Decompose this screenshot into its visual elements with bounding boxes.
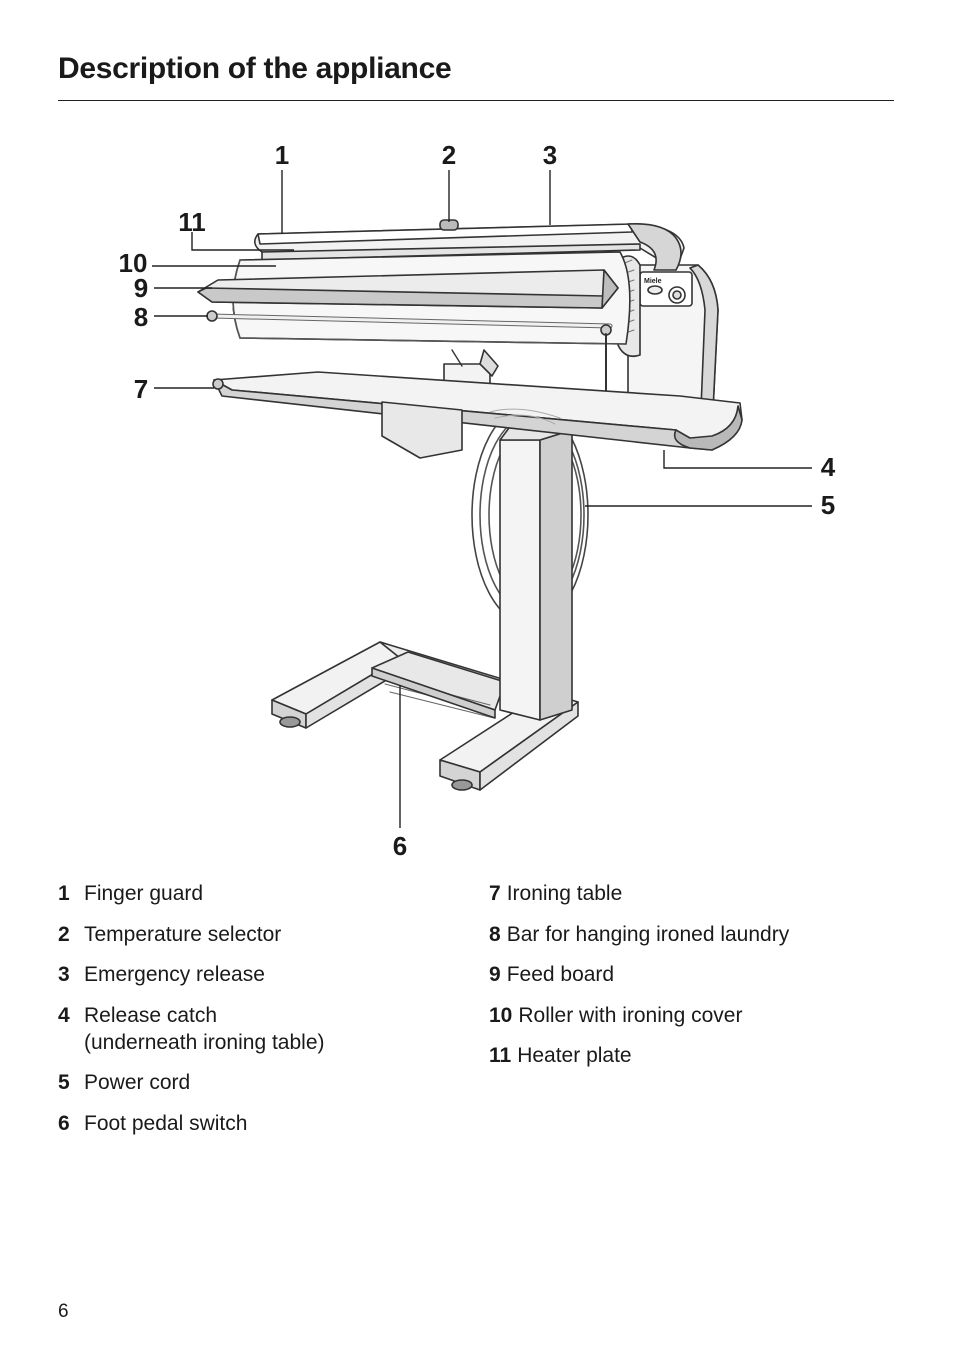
callout-10: 10 xyxy=(119,248,148,278)
legend-number: 6 xyxy=(58,1111,70,1135)
legend-text: Feed board xyxy=(506,963,615,986)
legend-number: 4 xyxy=(58,1003,70,1027)
legend-text: Temperature selector xyxy=(84,922,282,946)
legend-number: 9 xyxy=(489,963,501,986)
callout-1: 1 xyxy=(275,140,289,170)
legend-number: 7 xyxy=(489,882,501,905)
legend-number: 8 xyxy=(489,922,501,946)
callout-3: 3 xyxy=(543,140,557,170)
callout-5: 5 xyxy=(821,490,835,520)
legend-number: 3 xyxy=(58,963,70,986)
feed-board-drawing xyxy=(197,269,619,309)
callout-9: 9 xyxy=(134,273,148,303)
legend-left-column: 1 Finger guard 2 Temperature selector 3 … xyxy=(58,880,458,1150)
legend-item: 6 Foot pedal switch xyxy=(58,1110,458,1137)
ironing-table-drawing xyxy=(212,371,743,459)
legend-text: Ironing table xyxy=(506,882,623,905)
title-divider xyxy=(58,100,894,101)
legend-number: 1 xyxy=(58,882,70,905)
legend-text: Finger guard xyxy=(84,882,204,905)
callout-11: 11 xyxy=(178,207,206,237)
callout-7: 7 xyxy=(134,374,148,404)
ironer-drawing: Miele xyxy=(119,140,836,861)
legend-number: 2 xyxy=(58,922,70,946)
legend-text: Heater plate xyxy=(517,1044,632,1067)
legend-text: Roller with ironing cover xyxy=(518,1003,743,1027)
callout-leaders xyxy=(152,170,812,828)
callout-4: 4 xyxy=(821,452,836,482)
column-drawing xyxy=(499,415,573,721)
callout-8: 8 xyxy=(134,302,148,332)
legend-number: 11 xyxy=(489,1044,512,1067)
legend-item: 4 Release catch (underneath ironing tabl… xyxy=(58,1002,458,1056)
legend-text: Foot pedal switch xyxy=(84,1111,248,1135)
foot-pedal-drawing xyxy=(371,651,506,719)
legend-text: Emergency release xyxy=(84,963,265,986)
page-number: 6 xyxy=(58,1301,69,1322)
legend-number: 10 xyxy=(489,1003,513,1027)
legend-item: 1 Finger guard xyxy=(58,880,458,907)
legend-item: 2 Temperature selector xyxy=(58,921,458,948)
callout-2: 2 xyxy=(442,140,456,170)
callout-numbers: 1 2 3 4 5 6 7 8 9 10 11 xyxy=(119,140,836,861)
legend-text: Bar for hanging ironed laundry xyxy=(506,922,790,946)
heater-plate-drawing xyxy=(254,219,685,271)
page-title: Description of the appliance xyxy=(58,52,452,85)
legend-item: 3 Emergency release xyxy=(58,961,458,988)
legend-text: Power cord xyxy=(84,1071,191,1094)
callout-6: 6 xyxy=(393,831,407,861)
legend-item: 5 Power cord xyxy=(58,1069,458,1096)
hanging-bar-drawing xyxy=(206,310,613,411)
legend-text: Release catch (underneath ironing table) xyxy=(84,1003,325,1054)
legend-number: 5 xyxy=(58,1071,70,1094)
appliance-illustration: Miele xyxy=(0,120,954,870)
brand-badge: Miele xyxy=(644,278,662,285)
